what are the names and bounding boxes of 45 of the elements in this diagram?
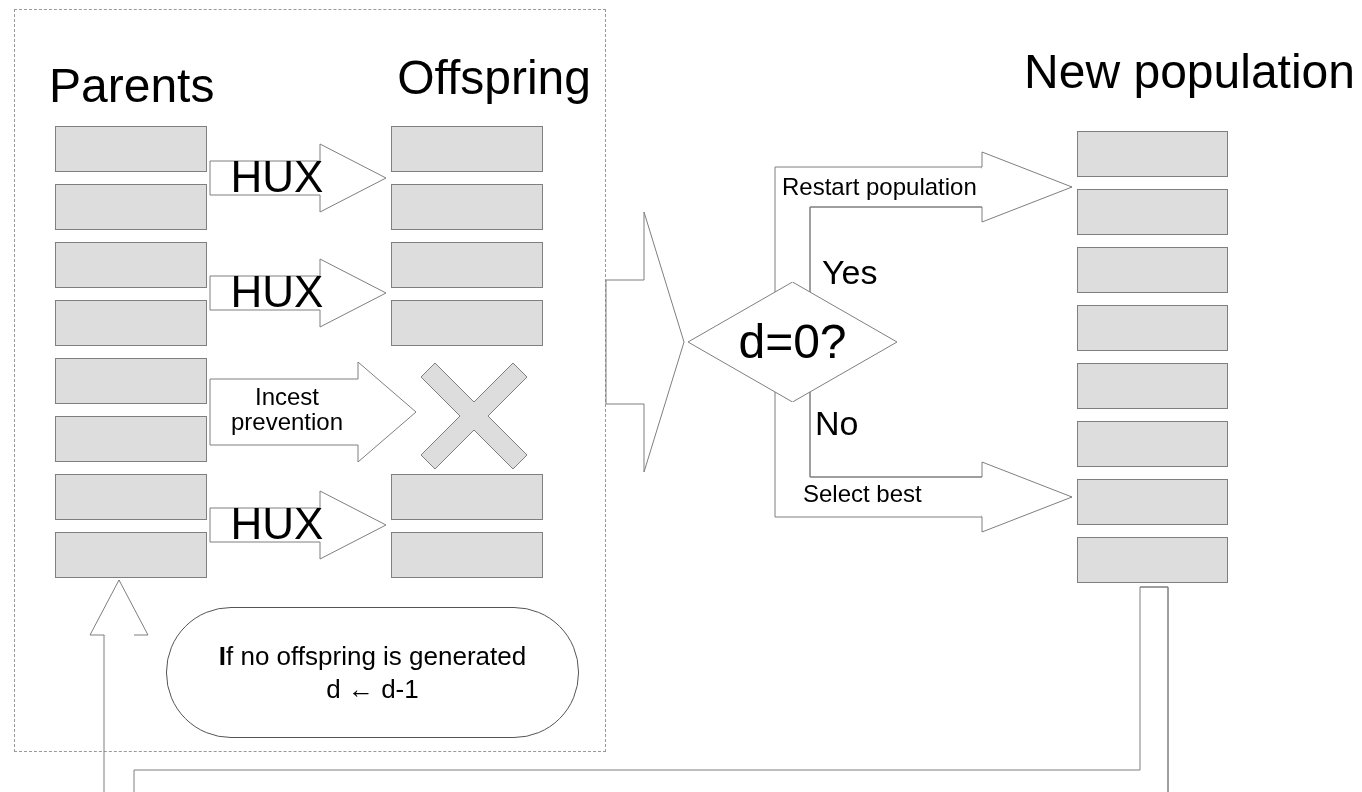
edge-label: Restart population — [782, 175, 977, 199]
edge-label: HUX — [229, 154, 325, 201]
column-heading: Offspring — [397, 50, 591, 102]
gene-bar — [1077, 131, 1228, 177]
edge-label: HUX — [229, 269, 325, 316]
gene-bar — [1077, 363, 1228, 409]
block-arrow — [209, 490, 387, 560]
gene-bar — [55, 184, 207, 230]
branch-label: Yes — [822, 255, 878, 289]
note-text: If no offspring is generated d ← d-1 — [217, 640, 528, 705]
gene-bar — [1077, 421, 1228, 467]
cross-mark — [421, 363, 527, 469]
gene-bar — [55, 242, 207, 288]
gene-bar — [1077, 305, 1228, 351]
block-arrow — [209, 143, 387, 213]
gene-bar — [391, 532, 543, 578]
gene-bar — [55, 474, 207, 520]
block-arrow — [209, 258, 387, 328]
column-heading: New population — [1024, 44, 1355, 96]
gene-bar — [55, 300, 207, 346]
block-arrow — [774, 151, 1073, 293]
dashed-group-frame — [14, 9, 606, 752]
gene-bar — [55, 126, 207, 172]
gene-bar — [391, 300, 543, 346]
branch-label: No — [815, 406, 859, 440]
edge-label: Select best — [803, 482, 922, 506]
column-heading: Parents — [49, 58, 215, 110]
block-arrow — [209, 361, 417, 463]
edge-label: HUX — [229, 501, 325, 548]
block-arrow — [89, 579, 1169, 792]
gene-bar — [55, 416, 207, 462]
gene-bar — [391, 184, 543, 230]
gene-bar — [55, 358, 207, 404]
gene-bar — [391, 126, 543, 172]
gene-bar — [1077, 247, 1228, 293]
gene-bar — [1077, 479, 1228, 525]
gene-bar — [391, 242, 543, 288]
block-arrow — [774, 391, 1073, 533]
gene-bar — [55, 532, 207, 578]
gene-bar — [391, 474, 543, 520]
gene-bar — [1077, 537, 1228, 583]
block-arrow — [605, 211, 685, 473]
edge-label: Incest prevention — [229, 384, 345, 435]
decision-text: d=0? — [738, 318, 847, 366]
gene-bar — [1077, 189, 1228, 235]
